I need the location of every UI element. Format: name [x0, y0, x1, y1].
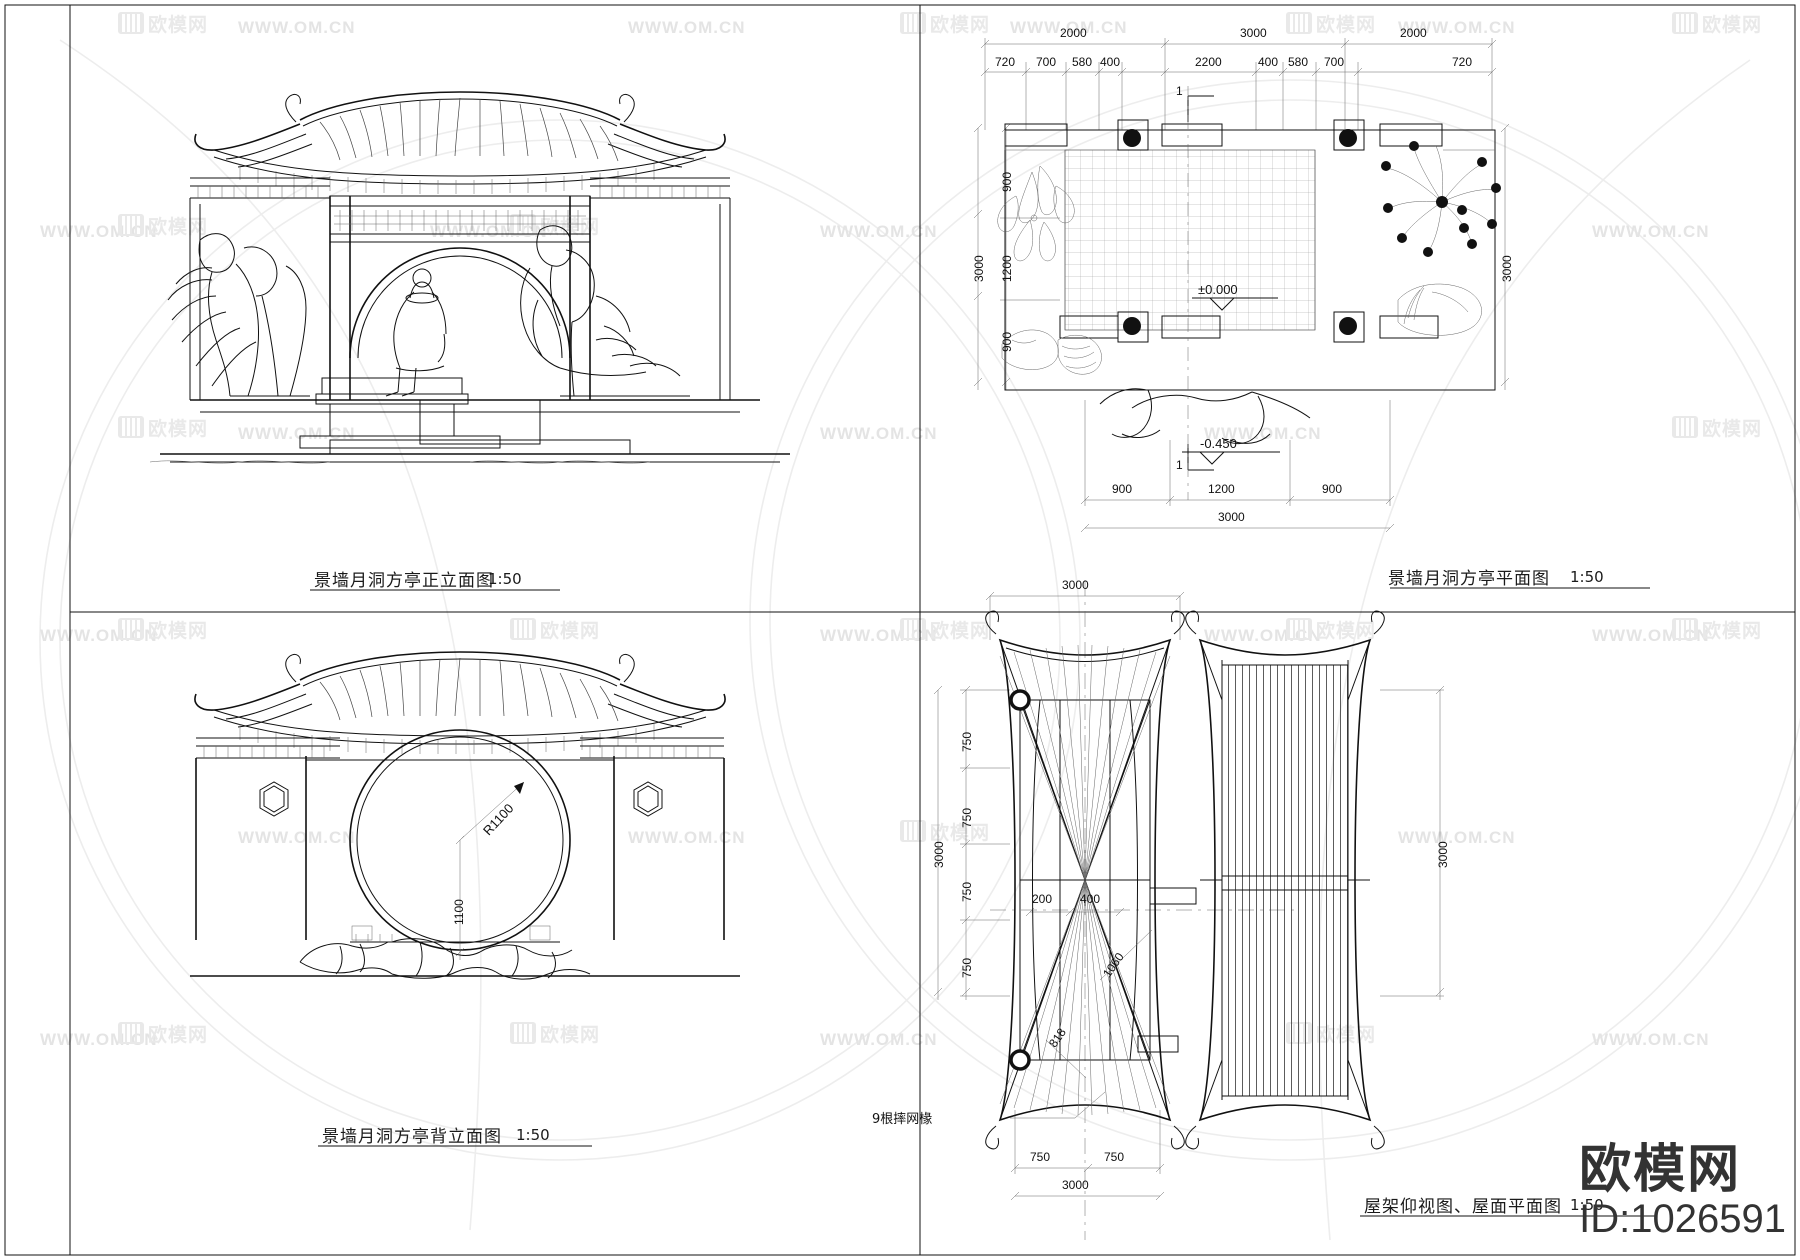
roof-dim-right-overall: 3000	[1436, 841, 1450, 868]
roof-dim-inner-1: 200	[1032, 892, 1053, 906]
front-elevation-drawing	[149, 91, 790, 591]
roof-rafter-note: 9根摔网椽	[872, 1112, 933, 1127]
plan-dim-bottom-3: 900	[1322, 482, 1343, 496]
brand-badge: 欧模网 ID:1026591	[1579, 1144, 1786, 1242]
caption-front-elevation-scale: 1:50	[488, 570, 522, 588]
roof-dim-bottom-1: 750	[1030, 1150, 1051, 1164]
section-mark-label-bottom: 1	[1176, 458, 1183, 472]
plan-drawing	[973, 38, 1650, 589]
back-elev-height-label: 1100	[452, 899, 466, 925]
brand-badge-logo: 欧模网	[1579, 1140, 1742, 1200]
back-elevation-drawing	[190, 651, 740, 1147]
plan-dim-right-overall: 3000	[1500, 255, 1514, 282]
plan-dim-bottom-1: 900	[1112, 482, 1133, 496]
plan-dim-top-inner-3: 580	[1072, 55, 1093, 69]
caption-back-elevation: 景墙月洞方亭背立面图	[322, 1127, 502, 1147]
roof-dim-top-overall: 3000	[1062, 578, 1089, 592]
plan-dim-bottom-overall: 3000	[1218, 510, 1245, 524]
plan-dim-top-inner-5: 2200	[1195, 55, 1222, 69]
roof-dim-bottom-2: 750	[1104, 1150, 1125, 1164]
plan-dim-top-inner-6: 400	[1258, 55, 1279, 69]
plan-dim-top-outer-2: 3000	[1240, 26, 1267, 40]
plan-dim-left-3: 900	[1000, 331, 1014, 352]
plan-dim-top-inner-1: 720	[995, 55, 1016, 69]
caption-roof-plan-scale: 1:50	[1570, 1196, 1604, 1214]
plan-dim-top-inner-4: 400	[1100, 55, 1121, 69]
brand-badge-id: ID:1026591	[1579, 1197, 1786, 1241]
caption-plan: 景墙月洞方亭平面图	[1388, 569, 1550, 589]
plan-dim-top-inner-8: 700	[1324, 55, 1345, 69]
elevation-marker-low: -0.450	[1200, 436, 1237, 451]
plan-dim-bottom-2: 1200	[1208, 482, 1235, 496]
roof-dim-left-3: 750	[960, 881, 974, 902]
plan-dim-left-2: 1200	[1000, 255, 1014, 282]
elevation-marker-zero: ±0.000	[1198, 282, 1238, 297]
roof-dim-left-overall: 3000	[932, 841, 946, 868]
plan-dim-top-outer-1: 2000	[1060, 26, 1087, 40]
roof-dim-inner-2: 400	[1080, 892, 1101, 906]
caption-roof-plan: 屋架仰视图、屋面平面图	[1364, 1197, 1562, 1217]
caption-back-elevation-scale: 1:50	[516, 1126, 550, 1144]
roof-plan-drawing	[933, 580, 1655, 1240]
plan-dim-left-1: 900	[1000, 171, 1014, 192]
caption-front-elevation: 景墙月洞方亭正立面图	[314, 571, 494, 591]
roof-dim-left-4: 750	[960, 957, 974, 978]
plan-dim-top-inner-9: 720	[1452, 55, 1473, 69]
plan-dim-top-inner-2: 700	[1036, 55, 1057, 69]
roof-dim-left-1: 750	[960, 731, 974, 752]
roof-dim-bottom-overall: 3000	[1062, 1178, 1089, 1192]
sheet-frame	[4, 4, 1796, 1256]
plan-dim-top-inner-7: 580	[1288, 55, 1309, 69]
roof-dim-left-2: 750	[960, 807, 974, 828]
plan-dim-left-overall: 3000	[972, 255, 986, 282]
plan-dim-top-outer-3: 2000	[1400, 26, 1427, 40]
section-mark-label-top: 1	[1176, 84, 1183, 98]
caption-plan-scale: 1:50	[1570, 568, 1604, 586]
